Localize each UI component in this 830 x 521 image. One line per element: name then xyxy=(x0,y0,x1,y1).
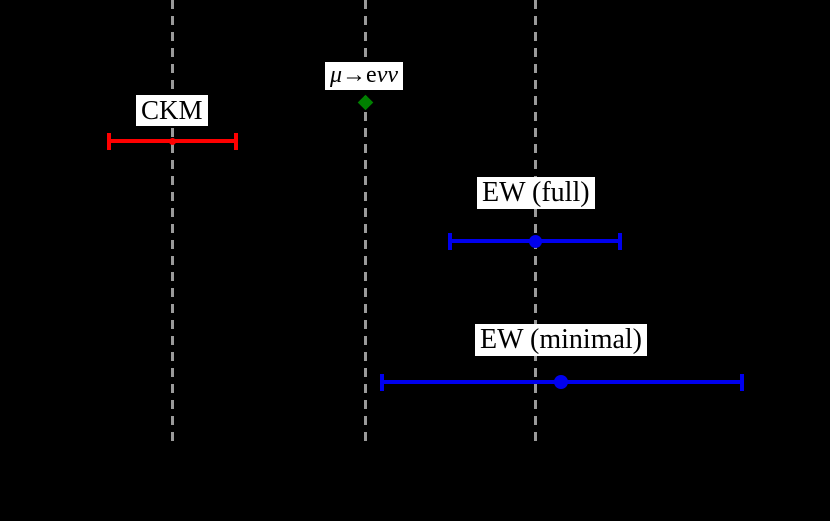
errorbar-cap-high-ckm xyxy=(234,133,238,150)
data-point-marker-ew-minimal xyxy=(554,375,568,389)
label-glyph-electron: e xyxy=(366,62,377,88)
data-point-marker-ew-full xyxy=(528,234,542,248)
label-glyph-nu-1: ν xyxy=(376,62,388,88)
data-point-marker-mu-to-e-nu-nu xyxy=(357,94,373,110)
data-label-ew-minimal: EW (minimal) xyxy=(475,324,647,357)
label-glyph-nu-2: ν xyxy=(387,62,399,88)
reference-line-3 xyxy=(534,0,537,443)
errorbar-cap-low-ckm xyxy=(107,133,111,150)
data-label-mu-to-e-nu-nu: μ→eνν xyxy=(325,62,404,91)
data-label-ckm: CKM xyxy=(136,95,208,127)
arrow-icon: → xyxy=(342,62,367,88)
reference-line-1 xyxy=(171,0,174,443)
errorbar-cap-low-ew-minimal xyxy=(380,374,384,391)
label-glyph-mu: μ xyxy=(330,62,343,88)
data-label-ew-full: EW (full) xyxy=(477,177,595,210)
data-point-marker-ckm xyxy=(168,137,176,145)
errorbar-cap-high-ew-full xyxy=(618,233,622,250)
reference-line-2 xyxy=(364,0,367,443)
errorbar-cap-high-ew-minimal xyxy=(740,374,744,391)
errorbar-cap-low-ew-full xyxy=(448,233,452,250)
